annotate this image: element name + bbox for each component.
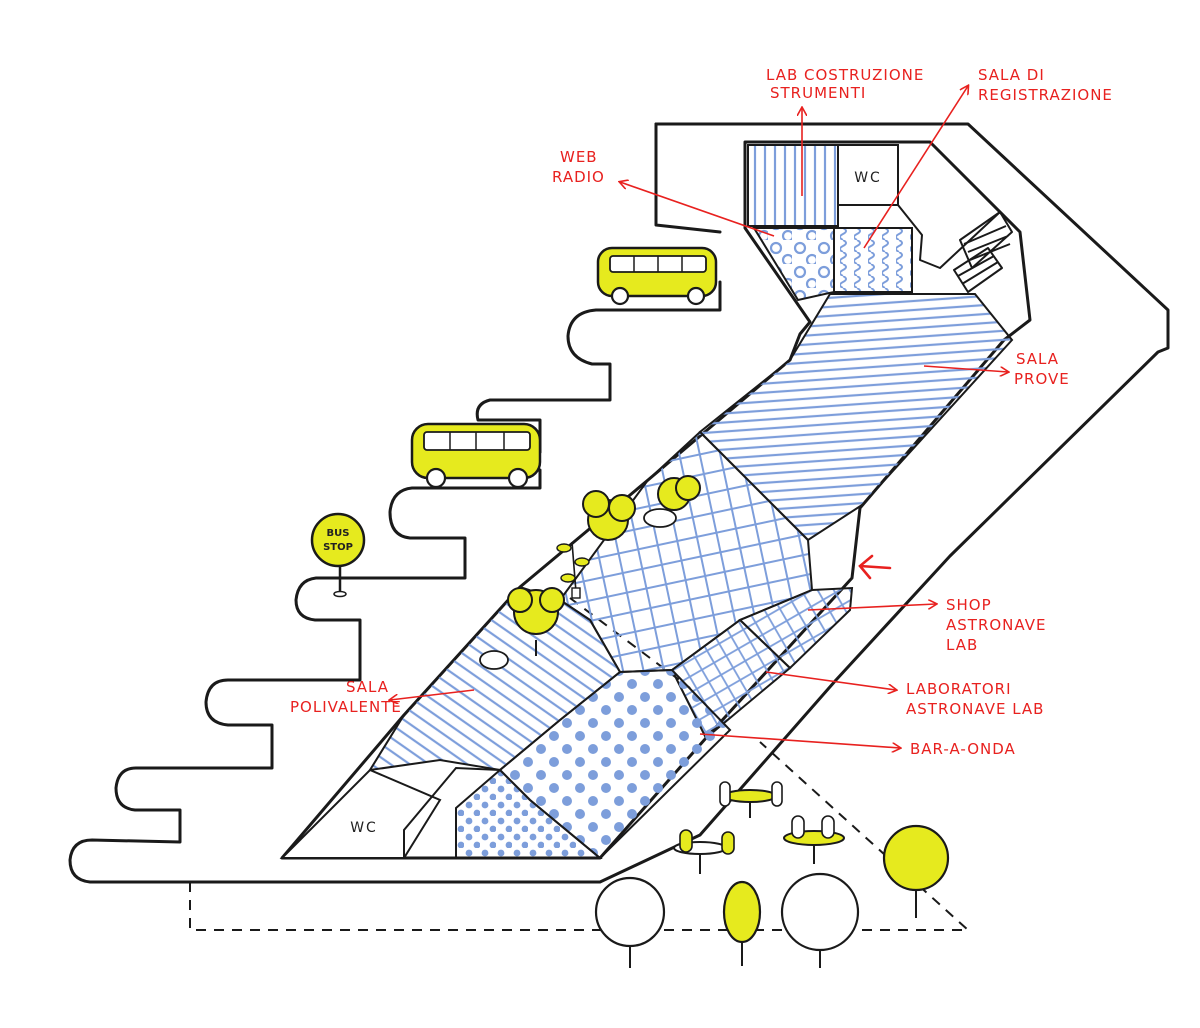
label-web-radio-line-1: WEB: [560, 148, 598, 166]
room-lab-costruzione-strumenti: [747, 144, 839, 227]
label-shop-line-2: ASTRONAVE: [946, 616, 1046, 634]
arrow-shop: [807, 604, 936, 611]
wc-top-label: WC: [854, 170, 882, 186]
tree-icon: [882, 824, 950, 918]
label-lab-costruzione-line-1: LAB COSTRUZIONE: [766, 66, 924, 84]
wc-bottom-label: WC: [350, 820, 378, 836]
parking-bays-upper: [475, 280, 722, 454]
label-shop-line-1: SHOP: [946, 596, 992, 614]
stairs-icon: [897, 141, 1013, 293]
parking-road-outline: [68, 122, 1170, 884]
arrow-sala-prove: [923, 365, 1008, 372]
room-web-radio: [752, 227, 835, 302]
bus-stop-line-2: STOP: [323, 542, 353, 553]
label-lab-costruzione-line-2: STRUMENTI: [770, 84, 866, 102]
label-sala-registrazione-line-2: REGISTRAZIONE: [978, 86, 1113, 104]
building-outline: [280, 140, 1032, 860]
table-icon: [673, 829, 735, 874]
label-laboratori-line-1: LABORATORI: [906, 680, 1012, 698]
arrow-web-radio: [620, 182, 775, 237]
entrance-arrow-icon: [858, 554, 892, 580]
tree-icon: [507, 587, 565, 656]
room-wc-bottom-partition: [403, 766, 501, 858]
room-shop: [738, 586, 854, 670]
tree-icon: [657, 475, 701, 511]
bush-icon: [479, 508, 677, 670]
bus-icon: [596, 246, 718, 306]
label-web-radio-line-2: RADIO: [552, 168, 605, 186]
bus-stop-sign-icon: BUS STOP: [310, 512, 366, 598]
label-sala-polivalente-line-2: POLIVALENTE: [290, 698, 402, 716]
arrow-bar: [699, 733, 900, 748]
plant-icon: [556, 541, 590, 599]
label-sala-prove-line-2: PROVE: [1014, 370, 1070, 388]
table-icon: [719, 781, 783, 818]
room-sala-prove: [698, 293, 1014, 542]
tree-icon: [722, 880, 762, 966]
room-sala-polivalente: [368, 585, 622, 772]
room-sala-registrazione: [833, 227, 913, 293]
bus-icon: [410, 422, 542, 489]
arrow-sala-registrazione: [863, 86, 968, 249]
label-bar: BAR-A-ONDA: [910, 740, 1016, 758]
label-sala-polivalente-line-1: SALA: [346, 678, 389, 696]
arrow-sala-polivalente: [390, 689, 475, 700]
arrow-laboratori: [765, 671, 896, 690]
label-sala-registrazione-line-1: SALA DI: [978, 66, 1045, 84]
tree-icon: [594, 876, 666, 968]
label-sala-prove-line-1: SALA: [1016, 350, 1059, 368]
label-laboratori-line-2: ASTRONAVE LAB: [906, 700, 1044, 718]
table-icon: [783, 815, 845, 864]
bus-stop-line-1: BUS: [327, 528, 350, 539]
label-shop-line-3: LAB: [946, 636, 978, 654]
tree-icon: [780, 872, 860, 968]
building-top-edge: [654, 122, 722, 234]
tree-icon: [582, 490, 636, 541]
